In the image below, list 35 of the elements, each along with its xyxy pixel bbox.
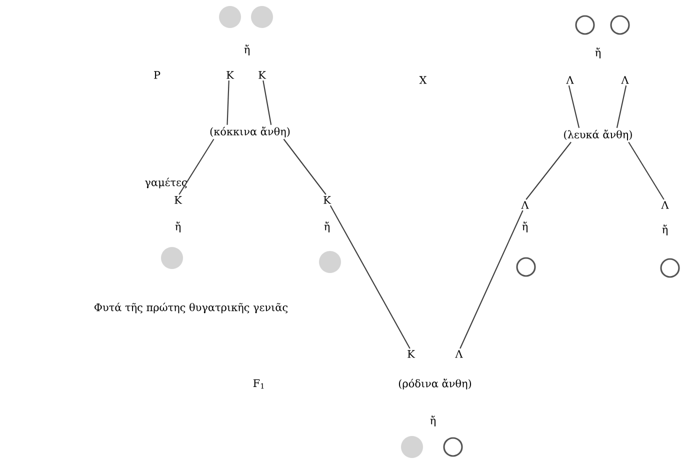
label-text: ἤ: [175, 222, 180, 232]
label-text: ἤ: [522, 222, 528, 232]
genotype-text: Λ: [621, 76, 629, 84]
label-text: ἤ: [244, 44, 250, 56]
connector-line: [283, 138, 326, 195]
label-text: (ρόδινα ἄνθη): [398, 378, 472, 390]
label-text: ἤ: [430, 416, 436, 426]
genotype-text: Κ: [408, 350, 416, 358]
genotype-text: Λ: [455, 350, 463, 358]
connector-line: [568, 85, 580, 128]
genotype-text: Λ: [521, 201, 529, 209]
genotype-text: Κ: [226, 71, 234, 79]
connector-line: [262, 80, 272, 125]
label-text: P: [154, 71, 160, 79]
label-text: ἤ: [595, 48, 600, 58]
connector-line: [526, 142, 572, 200]
label-text: F$_{1}$: [253, 379, 264, 389]
genotype-text: Κ: [258, 71, 266, 79]
label-text: Φυτά τῆς πρώτης θυγατρικῆς γενιᾶς: [94, 302, 288, 314]
genotype-text: Κ: [324, 196, 332, 204]
connector-line: [616, 85, 627, 128]
label-text: ἤ: [324, 222, 330, 232]
connector-line: [178, 138, 214, 195]
genotype-text: Λ: [566, 76, 574, 84]
genotype-text: Κ: [174, 196, 182, 204]
connector-line: [330, 205, 410, 349]
label-text: X: [419, 76, 427, 84]
genotype-text: Λ: [661, 201, 669, 209]
connector-line: [460, 210, 524, 349]
label-text: γαμέτες: [145, 178, 187, 188]
label-text: ἤ: [662, 224, 668, 236]
genotype-text: (λευκά ἄνθη): [564, 130, 632, 140]
connector-line: [226, 80, 230, 125]
genotype-text: (κόκκινα ἄνθη): [210, 126, 290, 138]
connector-line: [628, 142, 664, 200]
